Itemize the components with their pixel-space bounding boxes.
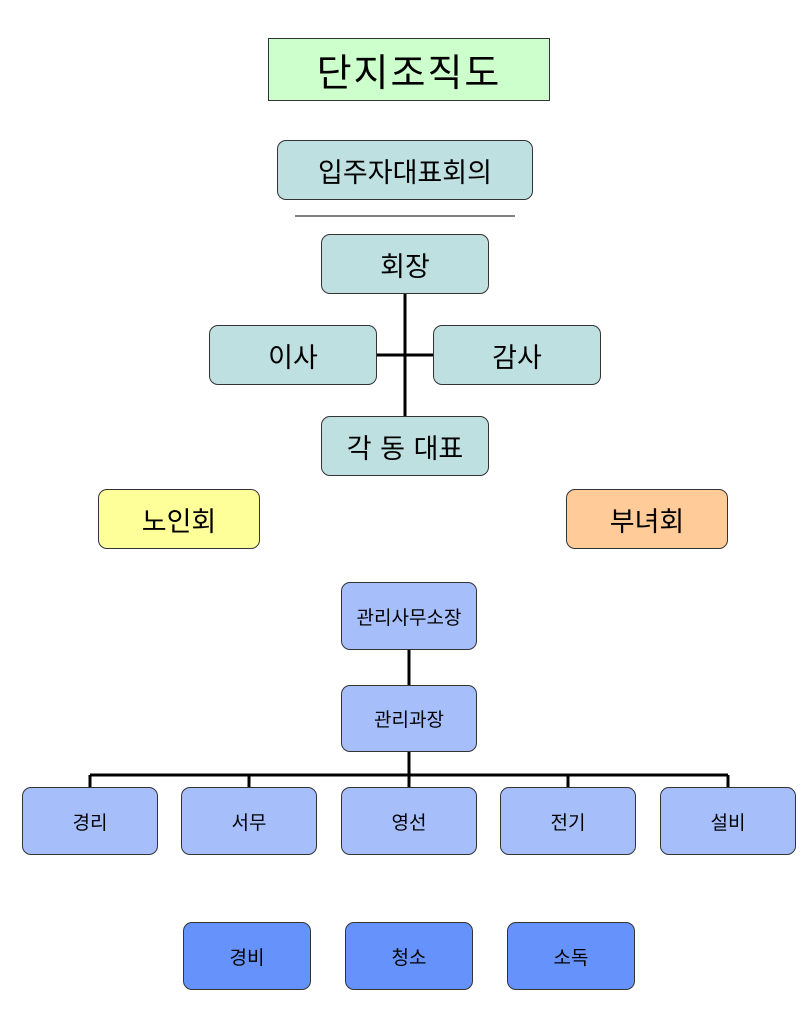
dept-box-general-affairs: 서무	[181, 787, 317, 855]
dept-box-accounting: 경리	[22, 787, 158, 855]
service-box-disinfection: 소독	[507, 922, 635, 990]
dept-box-maintenance: 영선	[341, 787, 477, 855]
chairman-box: 회장	[321, 234, 489, 294]
page-title: 단지조직도	[268, 38, 550, 101]
residents-council-box: 입주자대표회의	[277, 140, 533, 200]
section-manager-box: 관리과장	[341, 685, 477, 752]
service-box-security: 경비	[183, 922, 311, 990]
dept-box-electrical: 전기	[500, 787, 636, 855]
auditor-box: 감사	[433, 325, 601, 385]
service-box-cleaning: 청소	[345, 922, 473, 990]
womens-association-box: 부녀회	[566, 489, 728, 549]
office-head-box: 관리사무소장	[341, 582, 477, 650]
dept-box-facilities: 설비	[660, 787, 796, 855]
elderly-association-box: 노인회	[98, 489, 260, 549]
dong-representatives-box: 각 동 대표	[321, 416, 489, 476]
director-box: 이사	[209, 325, 377, 385]
